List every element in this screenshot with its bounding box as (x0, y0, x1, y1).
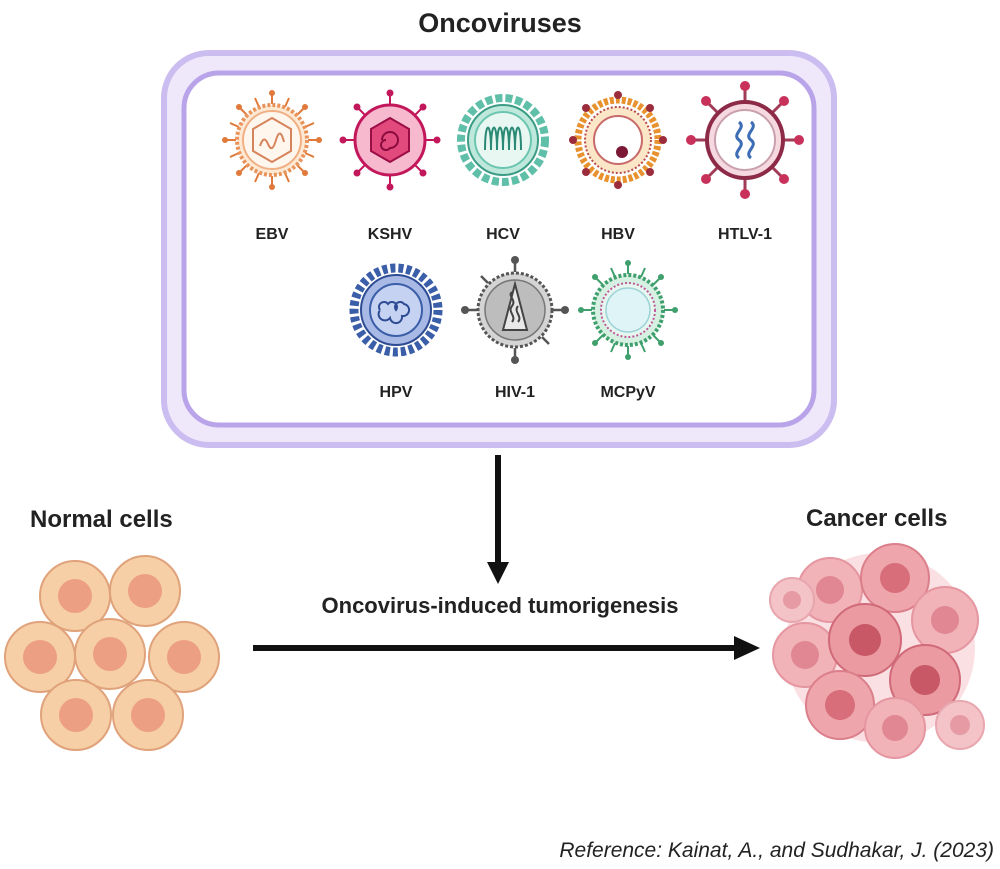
hpv-icon (349, 263, 443, 357)
process-label: Oncovirus-induced tumorigenesis (321, 593, 679, 618)
cancer-cell (864, 697, 926, 759)
cancer-cell (769, 577, 815, 623)
hiv1-icon (461, 256, 569, 364)
normal-cells-label: Normal cells (30, 506, 173, 533)
virus-label-htlv1: HTLV-1 (718, 226, 772, 243)
normal-cell (112, 679, 184, 751)
normal-cell (4, 621, 76, 693)
cancer-cell (828, 603, 902, 677)
virus-label-hiv1: HIV-1 (494, 384, 535, 401)
hbv-icon (569, 91, 667, 189)
normal-cell (74, 618, 146, 690)
cancer-cell (805, 670, 875, 740)
normal-cells-cluster (4, 555, 220, 751)
kshv-icon (339, 89, 441, 191)
reference-citation: Reference: Kainat, A., and Sudhakar, J. … (559, 839, 994, 862)
cancer-cells-label: Cancer cells (806, 505, 948, 532)
virus-label-hpv: HPV (379, 384, 413, 401)
htlv1-icon (686, 81, 804, 199)
cancer-cell (935, 700, 985, 750)
mcpyv-icon (578, 260, 678, 360)
virus-label-ebv: EBV (255, 226, 289, 243)
virus-label-hbv: HBV (601, 226, 635, 243)
cancer-cells-cluster (769, 543, 985, 759)
cancer-cell (772, 622, 838, 688)
ebv-icon (222, 90, 322, 190)
cancer-cell (860, 543, 930, 613)
down-arrow (487, 455, 509, 584)
hcv-icon (457, 94, 549, 186)
virus-label-kshv: KSHV (367, 226, 413, 243)
oncovirus-frame-inner (181, 70, 817, 428)
cancer-cell (911, 586, 979, 654)
diagram-title: Oncoviruses (418, 8, 582, 38)
virus-label-mcpyv: MCPyV (600, 384, 656, 401)
virus-label-hcv: HCV (486, 226, 520, 243)
normal-cell (40, 679, 112, 751)
cancer-cell (889, 644, 961, 716)
normal-cell (109, 555, 181, 627)
right-arrow (253, 636, 760, 660)
normal-cell (39, 560, 111, 632)
normal-cell (148, 621, 220, 693)
